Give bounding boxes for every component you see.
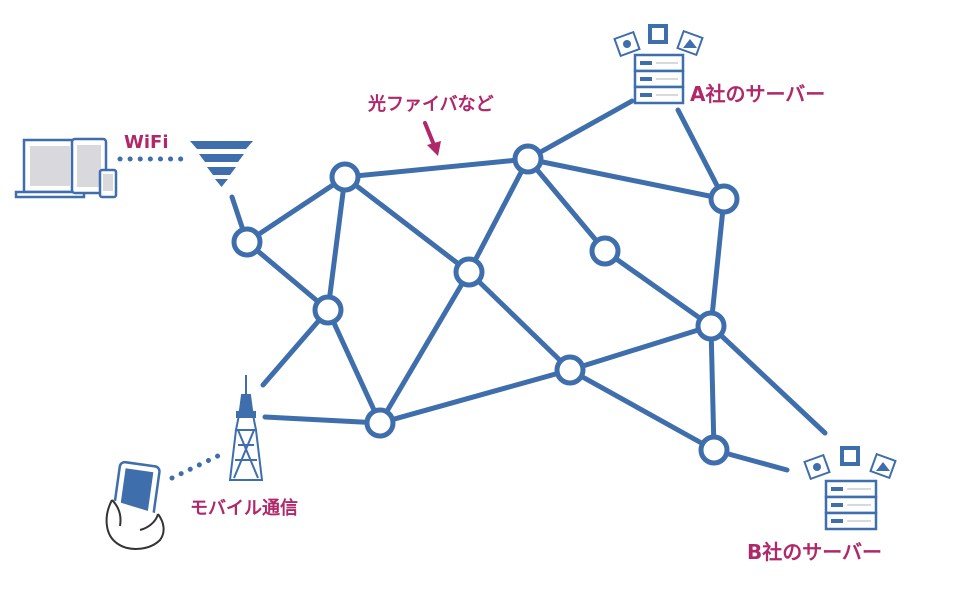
link bbox=[567, 367, 717, 453]
wifi-icon bbox=[190, 141, 253, 187]
document-icon bbox=[613, 24, 704, 58]
network-node bbox=[512, 143, 544, 175]
link bbox=[377, 269, 472, 426]
network-node bbox=[698, 434, 730, 466]
link bbox=[325, 174, 348, 313]
link bbox=[244, 174, 348, 245]
server-icon bbox=[824, 479, 878, 531]
network-nodes bbox=[231, 143, 740, 466]
hand-holding-phone-icon bbox=[105, 460, 165, 550]
link bbox=[708, 323, 717, 453]
link bbox=[525, 156, 608, 254]
network-node bbox=[312, 294, 344, 326]
network-links bbox=[229, 98, 828, 473]
network-node bbox=[231, 226, 263, 258]
link bbox=[342, 156, 531, 180]
network-node bbox=[364, 407, 396, 439]
mobile-label: モバイル通信 bbox=[190, 497, 298, 519]
network-node bbox=[554, 354, 586, 386]
arrow-down-icon bbox=[423, 121, 441, 156]
network-node bbox=[695, 310, 727, 342]
radio-tower-icon bbox=[228, 375, 264, 481]
link bbox=[567, 323, 714, 373]
link bbox=[466, 269, 573, 373]
link bbox=[525, 156, 727, 202]
link bbox=[244, 239, 331, 313]
wifi-label: WiFi bbox=[124, 132, 169, 153]
mobile-connection bbox=[169, 449, 229, 481]
network-node bbox=[708, 183, 740, 215]
network-node bbox=[329, 161, 361, 193]
link bbox=[325, 307, 383, 426]
link bbox=[377, 367, 573, 426]
link bbox=[675, 107, 727, 202]
network-node bbox=[453, 256, 485, 288]
document-icon bbox=[803, 446, 897, 481]
server-icon bbox=[633, 53, 685, 105]
tablet-icon bbox=[70, 137, 108, 195]
network-node bbox=[589, 235, 621, 267]
link bbox=[260, 307, 331, 388]
server-b: B社のサーバー bbox=[747, 446, 897, 564]
link bbox=[708, 196, 727, 329]
link bbox=[466, 156, 531, 275]
fiber-label: 光ファイバなど bbox=[367, 93, 494, 115]
link bbox=[342, 174, 472, 275]
server-a: A社のサーバー bbox=[613, 24, 825, 106]
smartphone-icon bbox=[98, 168, 118, 199]
link bbox=[525, 98, 635, 162]
link bbox=[602, 248, 714, 329]
laptop-icon bbox=[14, 138, 86, 199]
server-b-label: B社のサーバー bbox=[747, 540, 882, 564]
server-a-label: A社のサーバー bbox=[690, 82, 825, 106]
link bbox=[708, 323, 828, 436]
link bbox=[262, 414, 383, 426]
